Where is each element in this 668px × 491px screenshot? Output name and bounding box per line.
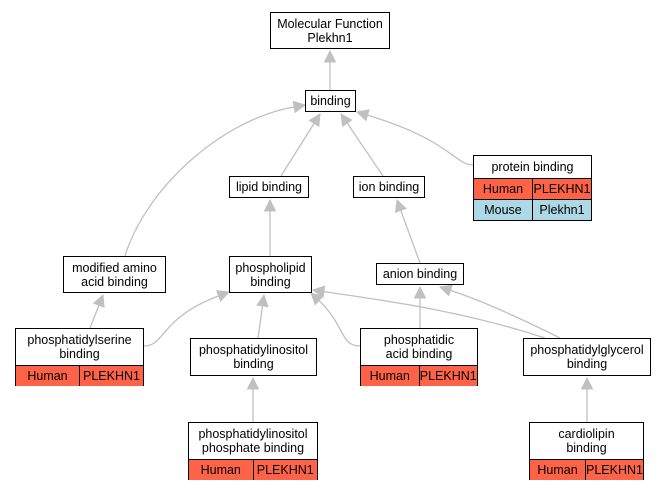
arrowhead-binding — [340, 113, 353, 128]
arrowhead-anion_binding — [413, 285, 427, 299]
node-label: phosphatidylserine binding — [27, 333, 132, 361]
arrowhead-phosphatidylglycerol_binding — [580, 376, 594, 390]
node-ion-binding[interactable]: ion binding — [353, 176, 425, 198]
arrowhead-phospholipid_binding — [311, 285, 326, 298]
node-lipid-binding[interactable]: lipid binding — [229, 176, 309, 198]
gene-cell: PLEKHN1 — [585, 460, 643, 480]
node-phosphatidic-acid-binding[interactable]: phosphatidic acid binding Human PLEKHN1 — [360, 328, 478, 386]
node-label: phosphatidylinositol binding — [198, 343, 309, 371]
node-binding[interactable]: binding — [305, 90, 356, 112]
node-label: phospholipid binding — [235, 260, 306, 289]
edge-phosphatidic_acid_binding-to-phospholipid_binding — [318, 300, 361, 347]
annotation-row-human: Human PLEKHN1 — [530, 459, 643, 480]
gene-cell: PLEKHN1 — [418, 366, 477, 386]
annotation-row-human: Human PLEKHN1 — [361, 365, 477, 386]
arrowhead-binding — [308, 113, 321, 128]
arrowhead-phospholipid_binding — [256, 293, 269, 308]
node-label: binding — [310, 94, 351, 108]
node-label: protein binding — [491, 160, 574, 174]
annotation-row-human: Human PLEKHN1 — [16, 365, 143, 386]
arrowhead-binding — [355, 109, 370, 122]
annotation-row-human: Human PLEKHN1 — [474, 178, 591, 199]
species-cell: Human — [530, 460, 586, 480]
arrowhead-binding — [292, 100, 307, 114]
edge-phosphatidylserine_binding-to-modified_amino_acid_binding — [89, 304, 100, 329]
node-label: phosphatidylinositol phosphate binding — [198, 427, 308, 455]
arrowhead-lipid_binding — [263, 198, 277, 212]
node-phosphatidylserine-binding[interactable]: phosphatidylserine binding Human PLEKHN1 — [15, 328, 144, 386]
node-label: phosphatidylglycerol binding — [530, 343, 644, 371]
gene-cell: Plekhn1 — [532, 200, 591, 220]
annotation-row-human: Human PLEKHN1 — [189, 459, 317, 480]
edge-phosphatidylglycerol_binding-to-anion_binding — [450, 289, 561, 339]
node-phosphatidylglycerol-binding[interactable]: phosphatidylglycerol binding — [523, 338, 651, 376]
arrowhead-ion_binding — [395, 198, 407, 213]
node-protein-binding[interactable]: protein binding Human PLEKHN1 Mouse Plek… — [473, 155, 592, 221]
node-cardiolipin-binding[interactable]: cardiolipin binding Human PLEKHN1 — [529, 422, 644, 480]
node-label: phosphatidic acid binding — [383, 333, 455, 361]
node-anion-binding[interactable]: anion binding — [376, 263, 464, 285]
node-label: lipid binding — [235, 180, 303, 194]
species-cell: Mouse — [474, 200, 532, 220]
edge-lipid_binding-to-binding — [280, 122, 315, 177]
gene-cell: PLEKHN1 — [532, 179, 591, 199]
node-phospholipid-binding[interactable]: phospholipid binding — [229, 256, 312, 293]
node-label: modified amino acid binding — [72, 260, 157, 289]
arrowhead-modified_amino_acid_binding — [92, 293, 105, 309]
arrowhead-phospholipid_binding — [310, 292, 324, 306]
arrowhead-root — [323, 49, 337, 63]
species-cell: Human — [16, 366, 79, 386]
arrowhead-anion_binding — [438, 284, 453, 297]
node-modified-amino-acid-binding[interactable]: modified amino acid binding — [63, 256, 166, 293]
species-cell: Human — [361, 366, 419, 386]
edge-protein_binding-to-binding — [367, 114, 474, 166]
species-cell: Human — [474, 179, 532, 199]
gene-cell: PLEKHN1 — [79, 366, 143, 386]
node-label: anion binding — [382, 267, 458, 281]
node-phosphatidylinositol-phosphate-binding[interactable]: phosphatidylinositol phosphate binding H… — [188, 422, 318, 480]
annotation-row-mouse: Mouse Plekhn1 — [474, 199, 591, 220]
arrowhead-phosphatidylinositol_binding — [246, 376, 260, 390]
edge-modified_amino_acid_binding-to-binding — [124, 106, 295, 257]
node-label: cardiolipin binding — [558, 427, 615, 455]
node-phosphatidylinositol-binding[interactable]: phosphatidylinositol binding — [190, 338, 317, 376]
edge-anion_binding-to-ion_binding — [400, 210, 421, 264]
node-label: Molecular Function Plekhn1 — [277, 16, 383, 45]
species-cell: Human — [189, 460, 253, 480]
gene-cell: PLEKHN1 — [252, 460, 317, 480]
edge-phosphatidylinositol_binding-to-phospholipid_binding — [257, 305, 264, 339]
node-molecular-function[interactable]: Molecular Function Plekhn1 — [270, 12, 390, 49]
arrowhead-phospholipid_binding — [216, 290, 231, 302]
edge-ion_binding-to-binding — [346, 122, 384, 177]
node-label: ion binding — [358, 180, 420, 194]
edge-phosphatidylserine_binding-to-phospholipid_binding — [143, 295, 219, 347]
edge-phosphatidylglycerol_binding-to-phospholipid_binding — [323, 290, 546, 339]
